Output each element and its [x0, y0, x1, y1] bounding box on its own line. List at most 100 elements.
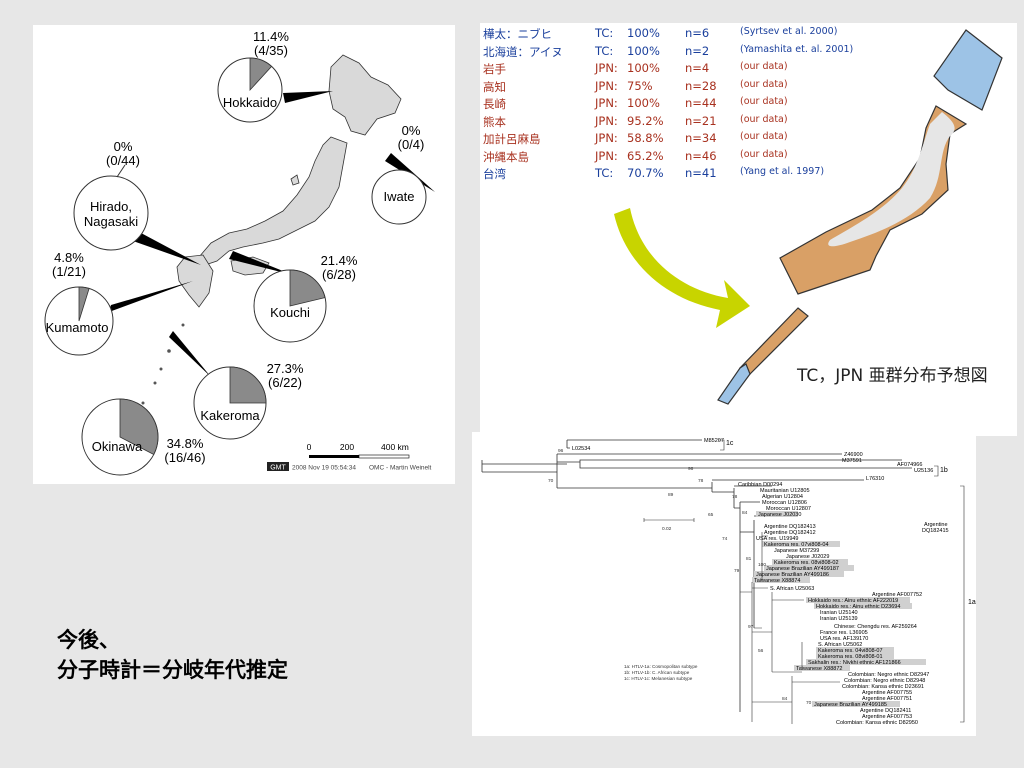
bootstrap-value: 78 — [698, 478, 704, 484]
pie-leaders — [103, 91, 435, 430]
row-type: JPN: — [595, 61, 618, 75]
gmt-logo: GMT — [270, 465, 286, 472]
leaf-label: Taiwanese X88872 — [796, 666, 842, 672]
row-n: n=46 — [685, 148, 717, 163]
tree-subbranches — [643, 439, 965, 724]
bootstrap-values: 96 70 78 98 89 78 84 74 65 81 100 79 97 … — [548, 448, 812, 706]
subtype-1c-label: 1c — [726, 440, 734, 447]
row-n: n=44 — [685, 96, 717, 110]
phylo-tree-panel: M85207 L02534 1c Z46900 M37591 AF074966 … — [472, 432, 976, 736]
map-credit: OMC - Martin Weinelt — [369, 465, 432, 472]
leaf-label: France res. L36905 — [820, 630, 868, 636]
tree-scale-label: 0.02 — [662, 526, 672, 532]
leaf-label: Colombian: Negro ethnic D82947 — [848, 672, 929, 678]
leaf-label: Japanese Brazilian AY499185 — [814, 702, 887, 708]
tree-branches — [481, 439, 912, 712]
row-n: n=6 — [685, 26, 710, 40]
row-type: JPN: — [595, 113, 618, 128]
pie-okinawa[interactable]: Okinawa 34.8% (16/46) — [81, 398, 206, 476]
bootstrap-value: 98 — [688, 466, 694, 472]
leaf-label: Hokkaido res.: Ainu ethnic AF222019 — [808, 598, 898, 604]
pie-iwate-pct: 0% — [402, 123, 421, 138]
leaf-label: S. African U25063 — [770, 586, 814, 592]
row-ref: (our data) — [740, 131, 788, 142]
leaf-label: U25136 — [914, 468, 933, 474]
row-place: 長崎 — [483, 97, 506, 111]
leaf-label: Algerian U12804 — [762, 494, 803, 500]
row-ref: (our data) — [740, 113, 788, 125]
pie-kumamoto[interactable]: Kumamoto 4.8% (1/21) — [44, 250, 114, 356]
leaf-label: Caribbian D00294 — [738, 482, 782, 488]
row-type: TC: — [595, 166, 614, 180]
honshu-island — [198, 136, 348, 266]
pie-hirado-nagasaki[interactable]: Hirado, Nagasaki 0% (0/44) — [73, 139, 149, 251]
pie-okinawa-name: Okinawa — [92, 439, 143, 454]
leaf-label: Z46900 — [844, 452, 863, 458]
leaf-label: Argentine DQ182413 — [764, 524, 816, 530]
pie-iwate[interactable]: Iwate 0% (0/4) — [371, 123, 427, 225]
kyushu-island — [176, 254, 214, 308]
future-work-line2: 分子時計＝分岐年代推定 — [57, 658, 288, 682]
pie-kouchi-pct: 21.4% — [321, 253, 358, 268]
pie-hirado-ratio: (0/44) — [106, 153, 140, 168]
row-pct: 58.8% — [627, 131, 664, 145]
pie-kakeroma-pct: 27.3% — [267, 361, 304, 376]
scale-tick-0: 0 — [307, 442, 312, 452]
leaf-label: Kakeroma res. 04vi808-07 — [818, 648, 883, 654]
leaf-label: S. African U25062 — [818, 642, 862, 648]
legend-1c: 1c: HTLV-1c: Melanesian subtype — [624, 676, 693, 681]
row-ref: (our data) — [740, 96, 788, 107]
row-type: TC: — [595, 43, 614, 58]
leaf-label: AF074966 — [897, 462, 922, 468]
map-footer: GMT 2008 Nov 19 05:54:34 OMC - Martin We… — [267, 462, 432, 472]
row-n: n=2 — [685, 43, 710, 58]
bootstrap-value: 78 — [732, 494, 738, 500]
leaf-label: Sakhalin res.: Nivkhi ethnic AF121866 — [808, 660, 901, 666]
leaf-label: Argentine — [924, 522, 948, 528]
row-ref: (Syrtsev et al. 2000) — [740, 26, 838, 37]
row-n: n=41 — [685, 166, 717, 180]
pie-iwate-name: Iwate — [383, 189, 414, 204]
leaf-label: Chinese: Chengdu res. AF259264 — [834, 624, 917, 630]
pie-kouchi[interactable]: Kouchi 21.4% (6/28) — [253, 253, 358, 343]
row-place: 加計呂麻島 — [483, 132, 541, 146]
pie-kakeroma[interactable]: Kakeroma 27.3% (6/22) — [193, 361, 304, 440]
row-place: 沖縄本島 — [483, 149, 529, 164]
scale-tick-200: 200 — [340, 442, 354, 452]
pie-hokkaido-pct: 11.4% — [253, 29, 289, 44]
row-n: n=21 — [685, 113, 717, 128]
row-pct: 75% — [627, 78, 653, 93]
distribution-caption: TC，JPN 亜群分布予想図 — [797, 366, 988, 386]
subtype-1b-label: 1b — [940, 467, 948, 474]
row-type: JPN: — [595, 78, 618, 93]
leaf-label: USA res. U19949 — [756, 536, 799, 542]
pie-kumamoto-ratio: (1/21) — [52, 264, 86, 279]
bootstrap-value: 97 — [748, 624, 754, 630]
legend-1a: 1a: HTLV-1a: Cosmopolitan subtype — [624, 664, 698, 669]
pie-kakeroma-name: Kakeroma — [200, 408, 260, 423]
row-pct: 100% — [627, 26, 660, 40]
subtype-1a-label: 1a — [968, 599, 976, 606]
leaf-label: Iranian U25140 — [820, 610, 858, 616]
leaf-label: L76310 — [866, 476, 884, 482]
leaf-label: Argentine AF007752 — [872, 592, 922, 598]
leaf-label: DQ182415 — [922, 528, 949, 534]
leaf-label: USA res. AF139170 — [820, 636, 868, 642]
leaf-label: Moroccan U12807 — [766, 506, 811, 512]
bootstrap-value: 70 — [548, 478, 554, 484]
leaf-label: Japanese Brazilian AY499187 — [766, 566, 839, 572]
leaf-label: M37591 — [842, 458, 862, 464]
pie-okinawa-pct: 34.8% — [167, 436, 204, 451]
leaf-label: Argentine AF007751 — [862, 696, 912, 702]
leaf-label: Japanese J02029 — [786, 554, 829, 560]
tree-labels: M85207 L02534 1c Z46900 M37591 AF074966 … — [572, 438, 976, 726]
row-ref: (Yamashita et. al. 2001) — [740, 43, 854, 55]
leaf-label: Japanese M37299 — [774, 548, 819, 554]
row-pct: 100% — [627, 43, 660, 58]
future-work-line1: 今後、 — [57, 628, 120, 652]
distribution-schematic — [614, 29, 1003, 405]
row-type: TC: — [595, 26, 614, 40]
pie-hokkaido[interactable]: Hokkaido 11.4% (4/35) — [217, 29, 289, 123]
row-pct: 65.2% — [627, 148, 664, 163]
leaf-label: Kakeroma res. 08vi808-01 — [818, 654, 883, 660]
